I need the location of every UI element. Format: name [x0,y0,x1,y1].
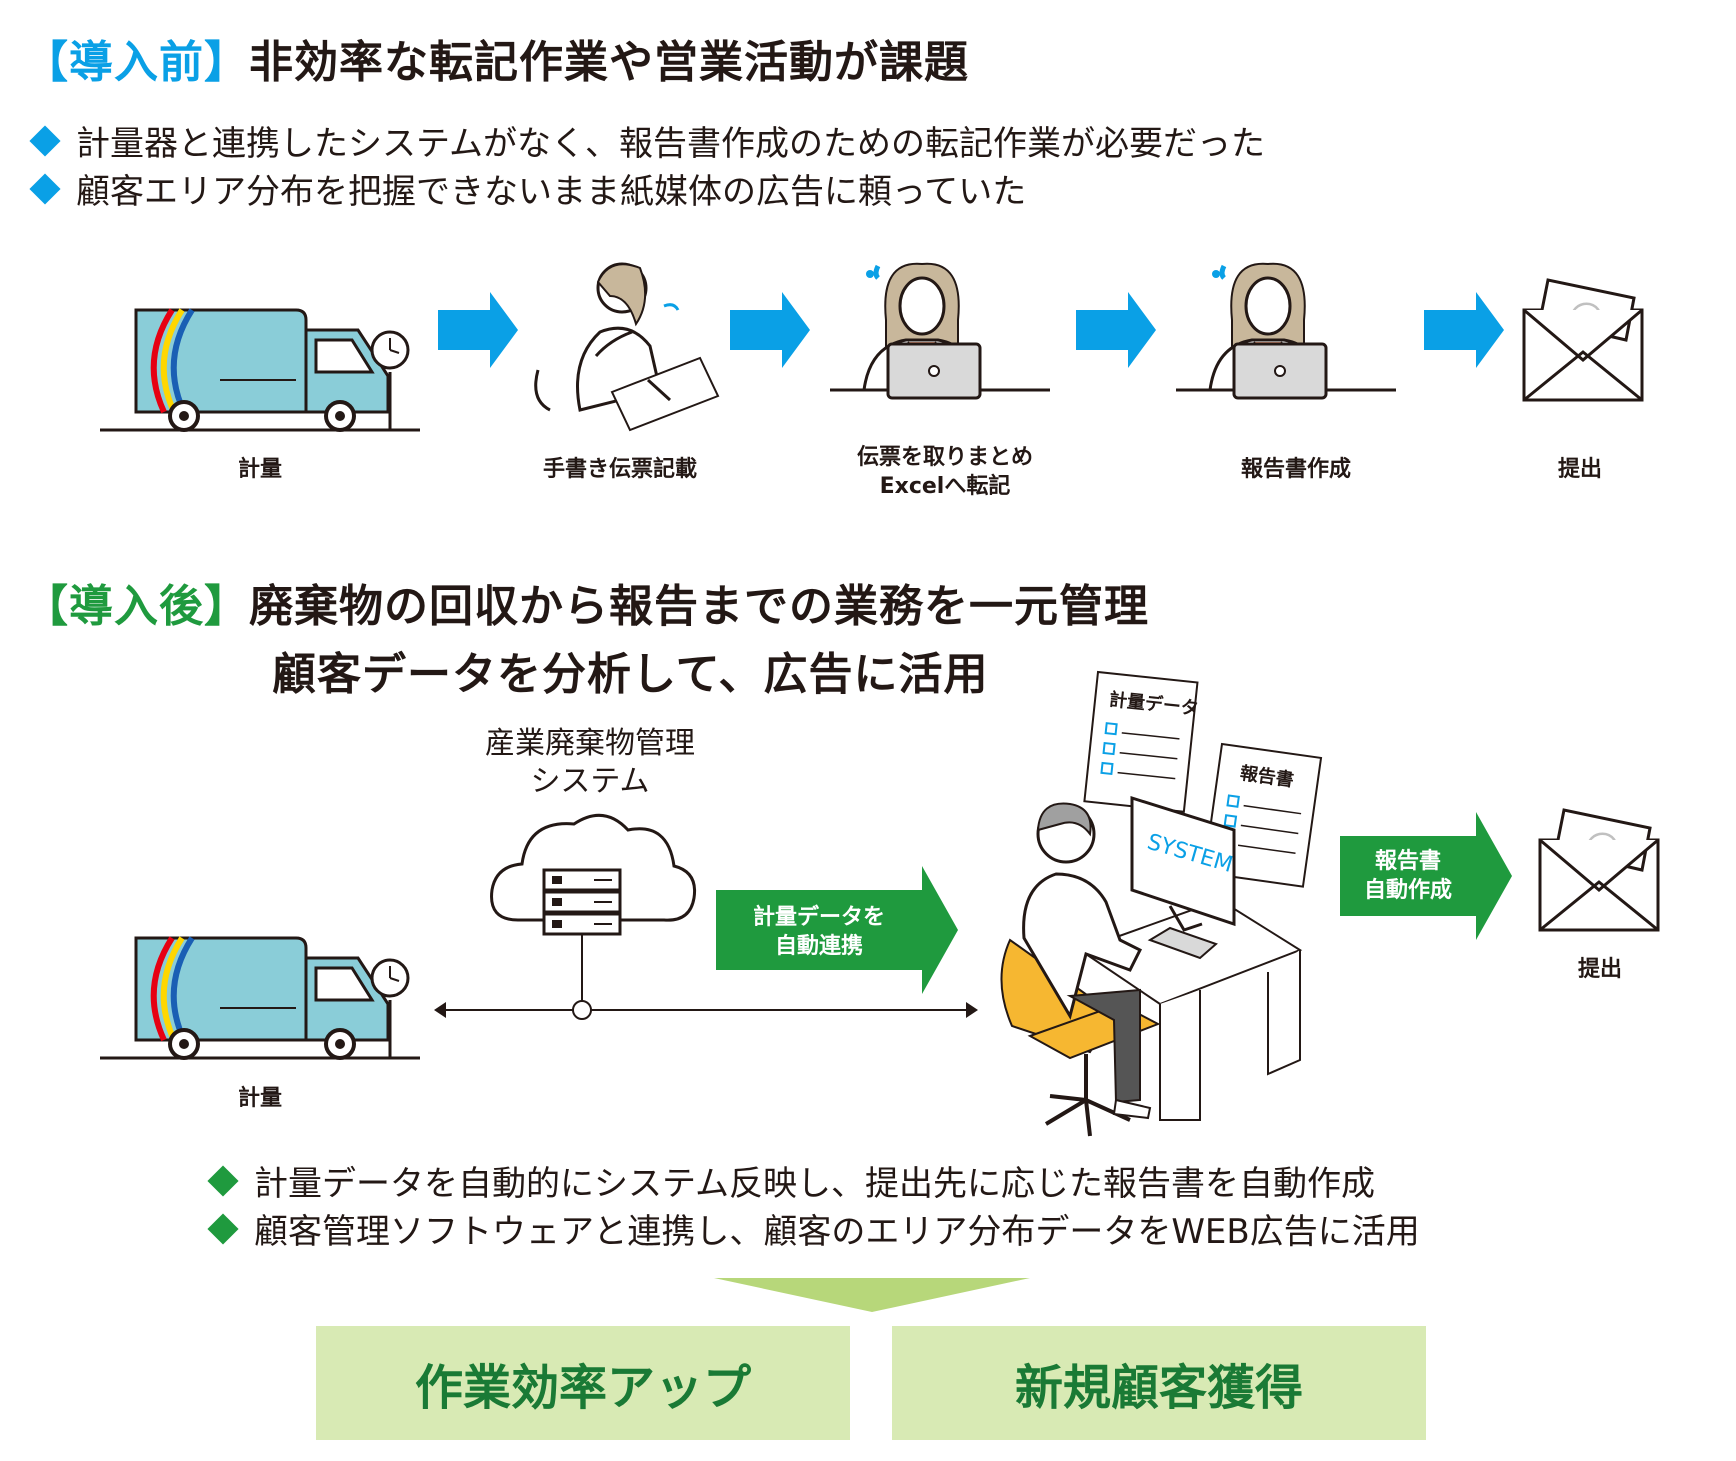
envelope-icon: @ [1538,808,1660,932]
person-laptop-icon [1176,262,1396,400]
after-step-label-weigh: 計量 [237,1086,282,1111]
after-bullet-text: 計量データを自動的にシステム反映し、提出先に応じた報告書を自動作成 [254,1164,1375,1204]
step-label-handwrite: 手書き伝票記載 [542,457,697,482]
before-bullet-text: 計量器と連携したシステムがなく、報告書作成のための転記作業が必要だった [76,124,1265,164]
step-label-transcribe: 伝票を取りまとめ Excelへ転記 [856,445,1033,499]
system-label-line2: システム [530,763,650,799]
after-flow-illustration: 計量データ 報告書 SYSTEM [100,670,1660,1137]
system-label: 産業廃棄物管理 システム [440,725,740,800]
person-desk-icon: SYSTEM [1000,795,1303,1137]
before-heading: 【導入前】非効率な転記作業や営業活動が課題 [24,26,969,90]
connector-arrow-left-icon [434,1002,446,1018]
step-label-submit: 提出 [1557,457,1602,482]
green-arrow-1-line2: 自動連携 [774,933,863,959]
envelope-icon: @ [1522,278,1644,402]
diamond-bullet-icon [29,172,61,205]
connector-arrow-right-icon [966,1002,978,1018]
truck-icon [100,308,420,432]
system-label-line1: 産業廃棄物管理 [485,726,695,761]
before-tag: 【導入前】 [24,37,249,88]
flow-arrow-icon [730,292,810,368]
after-tag: 【導入後】 [24,581,249,632]
connector-node [572,1000,592,1020]
green-arrow-1-label: 計量データを 自動連携 [716,904,922,961]
after-heading: 【導入後】廃棄物の回収から報告までの業務を一元管理 [24,570,1149,634]
after-bullet-text: 顧客管理ソフトウェアと連携し、顧客のエリア分布データをWEB広告に活用 [254,1212,1420,1252]
person-laptop-icon [830,262,1050,400]
green-arrow-1-shape [716,866,958,994]
result-efficiency: 作業効率アップ [316,1326,850,1440]
diamond-bullet-icon [207,1164,239,1197]
person-writing-icon [534,262,720,432]
green-arrow-2-shape [1340,812,1512,940]
cloud-server-icon [490,813,697,1010]
data-card-weigh: 計量データ [1083,670,1200,813]
before-bullet-1: 計量器と連携したシステムがなく、報告書作成のための転記作業が必要だった [28,116,1265,165]
green-arrow-2-label: 報告書 自動作成 [1340,848,1476,905]
before-bullet-2: 顧客エリア分布を把握できないまま紙媒体の広告に頼っていた [28,164,1026,213]
diamond-bullet-icon [29,124,61,157]
green-arrow-1-line1: 計量データを [752,905,885,930]
step-label-report: 報告書作成 [1240,457,1351,482]
flow-arrow-icon [438,292,518,368]
flow-arrow-icon [1076,292,1156,368]
after-step-label-submit: 提出 [1577,957,1622,982]
result-new-customers: 新規顧客獲得 [892,1326,1426,1440]
diamond-bullet-icon [207,1212,239,1245]
green-arrow-2-line2: 自動作成 [1363,877,1452,903]
down-triangle-icon [714,1278,1030,1312]
before-title: 非効率な転記作業や営業活動が課題 [249,37,969,88]
after-bullet-1: 計量データを自動的にシステム反映し、提出先に応じた報告書を自動作成 [206,1156,1375,1205]
after-title-line2: 顧客データを分析して、広告に活用 [272,649,989,700]
truck-icon [100,936,420,1060]
step-label-weigh: 計量 [237,457,282,482]
before-flow-illustration: @ [100,262,1644,432]
flow-arrow-icon [1424,292,1504,368]
after-bullet-2: 顧客管理ソフトウェアと連携し、顧客のエリア分布データをWEB広告に活用 [206,1204,1420,1253]
after-title-line1: 廃棄物の回収から報告までの業務を一元管理 [249,581,1149,632]
green-arrow-2-line1: 報告書 [1374,849,1441,874]
before-bullet-text: 顧客エリア分布を把握できないまま紙媒体の広告に頼っていた [76,172,1027,212]
